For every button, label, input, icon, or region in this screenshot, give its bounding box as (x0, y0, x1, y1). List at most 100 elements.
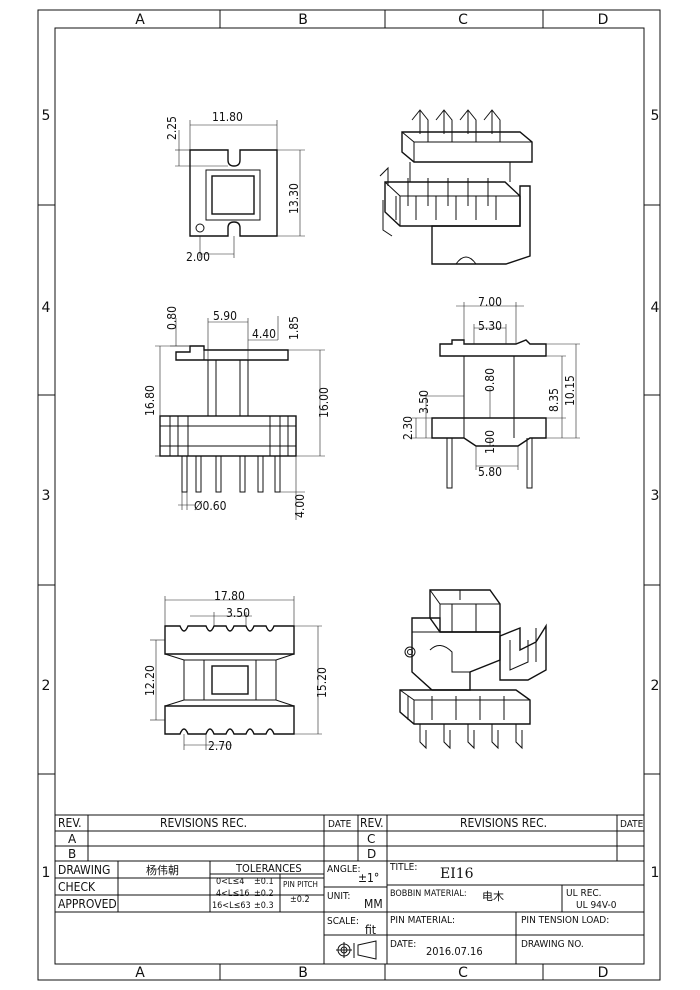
dim-bottom-left: 12.20 (143, 665, 157, 696)
drawing-no-label: DRAWING NO. (521, 939, 584, 950)
title-value: EI16 (440, 866, 474, 882)
tolerance-value-3: ±0.3 (254, 901, 274, 911)
dim-side-bottom-gap: 1.00 (483, 430, 497, 454)
dim-top-hole-offset: 2.00 (186, 250, 210, 264)
dim-side-bottom-width: 5.80 (478, 465, 502, 479)
date-header: DATE (328, 819, 352, 830)
dim-bottom-width: 17.80 (214, 589, 245, 603)
date-header-right: DATE (620, 819, 644, 830)
outer-border (37, 9, 661, 981)
date-label: DATE: (390, 939, 416, 950)
pin-pitch-label: PIN PITCH (283, 880, 318, 889)
ul-rec-value: UL 94V-0 (576, 900, 617, 911)
pin-pitch-value: ±0.2 (290, 895, 310, 905)
angle-label: ANGLE: (327, 864, 361, 875)
pin-tension-label: PIN TENSION LOAD: (521, 915, 609, 926)
dim-front-pin-diameter: Ø0.60 (194, 499, 227, 513)
bottom-view-top-rail (164, 625, 295, 655)
projection-symbol (336, 940, 377, 960)
zone-label-row-4-right: 4 (651, 300, 660, 316)
angle-value: ±1° (358, 871, 379, 885)
dim-side-inner-width: 5.30 (478, 319, 502, 333)
revisions-header-right: REVISIONS REC. (460, 816, 547, 830)
dim-front-overall-left: 16.80 (143, 385, 157, 416)
top-view: 11.80 13.30 2.25 2.00 (165, 110, 305, 264)
zone-label-col-a-bottom: A (135, 965, 145, 981)
rev-row-a: A (68, 832, 77, 846)
tolerance-value-1: ±0.1 (254, 877, 274, 887)
dim-top-height: 13.30 (287, 183, 301, 214)
rev-row-c: C (367, 832, 375, 846)
zone-label-col-d-bottom: D (598, 965, 609, 981)
check-label: CHECK (58, 880, 96, 894)
rev-header: REV. (58, 816, 82, 830)
inner-border (54, 27, 645, 965)
side-view: 7.00 5.30 0.80 8.35 10.15 3.50 2.30 1.00… (401, 295, 580, 489)
top-view-outline (189, 149, 278, 237)
front-view-top-flange (175, 345, 289, 361)
ul-rec-label: UL REC. (566, 888, 602, 899)
zone-label-row-1-left: 1 (42, 865, 51, 881)
zone-label-row-3-left: 3 (42, 488, 51, 504)
zone-ticks (38, 10, 660, 980)
iso-view-bottom (399, 589, 547, 750)
scale-label: SCALE: (327, 916, 359, 927)
drawing-label: DRAWING (58, 863, 110, 877)
zone-label-col-b-bottom: B (298, 965, 308, 981)
bottom-view: 17.80 3.50 12.20 15.20 2.70 (143, 589, 329, 753)
revisions-header: REVISIONS REC. (160, 816, 247, 830)
rev-row-d: D (367, 847, 376, 861)
dim-side-right-1: 8.35 (547, 388, 561, 412)
tolerance-value-2: ±0.2 (254, 889, 274, 899)
pin-material-label: PIN MATERIAL: (390, 915, 455, 926)
dim-side-left-2: 2.30 (401, 416, 415, 440)
zone-label-row-2-right: 2 (651, 678, 660, 694)
dim-bottom-bottom: 2.70 (208, 739, 232, 753)
rev-header-right: REV. (360, 816, 384, 830)
tolerances-label: TOLERANCES (235, 862, 302, 875)
zone-label-col-d-top: D (598, 12, 609, 28)
zone-label-row-5-left: 5 (42, 108, 51, 124)
dim-side-outer-width: 7.00 (478, 295, 502, 309)
dim-front-overall-right: 16.00 (317, 387, 331, 418)
front-view: 0.80 5.90 4.40 1.85 16.80 16.00 Ø0.60 4.… (143, 306, 331, 520)
front-view-core (207, 359, 249, 417)
zone-label-col-c-top: C (458, 12, 468, 28)
iso-view-top (379, 109, 533, 265)
bobbin-material-label: BOBBIN MATERIAL: (390, 889, 467, 899)
zone-label-row-4-left: 4 (42, 300, 51, 316)
dim-bottom-right: 15.20 (315, 667, 329, 698)
dim-side-right-2: 10.15 (563, 375, 577, 406)
bobbin-material-value: 电木 (482, 890, 504, 903)
dim-side-left-1: 3.50 (417, 390, 431, 414)
zone-label-row-3-right: 3 (651, 488, 660, 504)
tolerance-range-2: 4<L≤16 (216, 889, 250, 899)
scale-value: fit (365, 923, 376, 937)
zone-label-col-a-top: A (135, 12, 145, 28)
front-view-pins (181, 456, 281, 493)
dim-top-slot: 2.25 (165, 116, 179, 140)
unit-label: UNIT: (327, 891, 350, 902)
dim-front-core-width: 5.90 (213, 309, 237, 323)
bottom-view-bottom-rail (164, 705, 295, 735)
rev-row-b: B (68, 847, 76, 861)
dim-front-flange-top: 0.80 (165, 306, 179, 330)
title-label: TITLE: (389, 862, 417, 873)
zone-label-row-2-left: 2 (42, 678, 51, 694)
top-view-mounting-hole (195, 223, 205, 233)
top-view-core-window (205, 169, 261, 221)
zone-label-row-5-right: 5 (651, 108, 660, 124)
zone-label-col-c-bottom: C (458, 965, 468, 981)
title-block (55, 814, 644, 964)
zone-label-row-1-right: 1 (651, 865, 660, 881)
tolerance-range-1: 0<L≤4 (216, 877, 244, 887)
side-view-top-flange (439, 339, 547, 357)
dim-side-flange: 0.80 (483, 368, 497, 392)
zone-label-col-b-top: B (298, 12, 308, 28)
unit-value: MM (364, 897, 383, 911)
dim-bottom-pitch: 3.50 (226, 606, 250, 620)
top-view-core-window-inner (211, 175, 255, 215)
date-value: 2016.07.16 (426, 945, 483, 958)
